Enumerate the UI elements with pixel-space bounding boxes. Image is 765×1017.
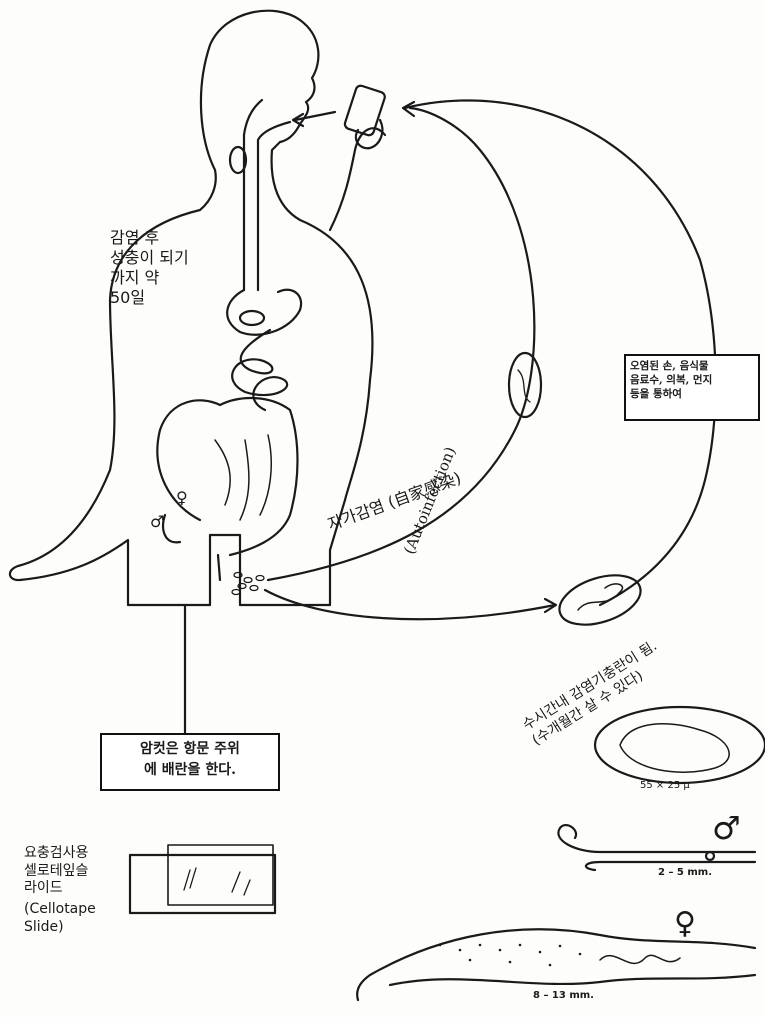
female-worm-mark: ♀ — [176, 488, 188, 508]
infection-cycle-arc — [405, 100, 716, 605]
egg-laying-box: 암컷은 항문 주위 에 배란을 한다. — [100, 733, 280, 791]
large-intestine — [157, 398, 297, 555]
egg-on-arc — [509, 353, 541, 417]
female-size-label: 8 – 13 mm. — [533, 990, 594, 1003]
stomach — [227, 290, 301, 335]
anus-egg-cluster — [232, 573, 264, 595]
male-size-label: 2 – 5 mm. — [658, 867, 712, 880]
stomach-egg — [240, 311, 264, 325]
slide-korean-label: 요충검사용 셀로테잎슬 라이드 — [24, 845, 88, 898]
male-worm-mark: ♂ — [150, 512, 164, 532]
infection-route-box: 오염된 손, 음식물 음료수, 의복, 먼지 등을 통하여 — [624, 354, 760, 421]
rectum — [218, 555, 220, 580]
appendix — [163, 515, 180, 542]
embryonated-egg — [553, 566, 646, 634]
esophagus — [244, 100, 290, 290]
female-symbol: ♀ — [674, 905, 696, 943]
slide-english-label: (Cellotape Slide) — [24, 901, 96, 936]
egg-size-label: 55 × 25 µ — [640, 780, 690, 793]
male-symbol: ♂ — [712, 808, 741, 848]
development-time-label: 감염 후 성충이 되기 까지 약 50일 — [110, 228, 189, 308]
